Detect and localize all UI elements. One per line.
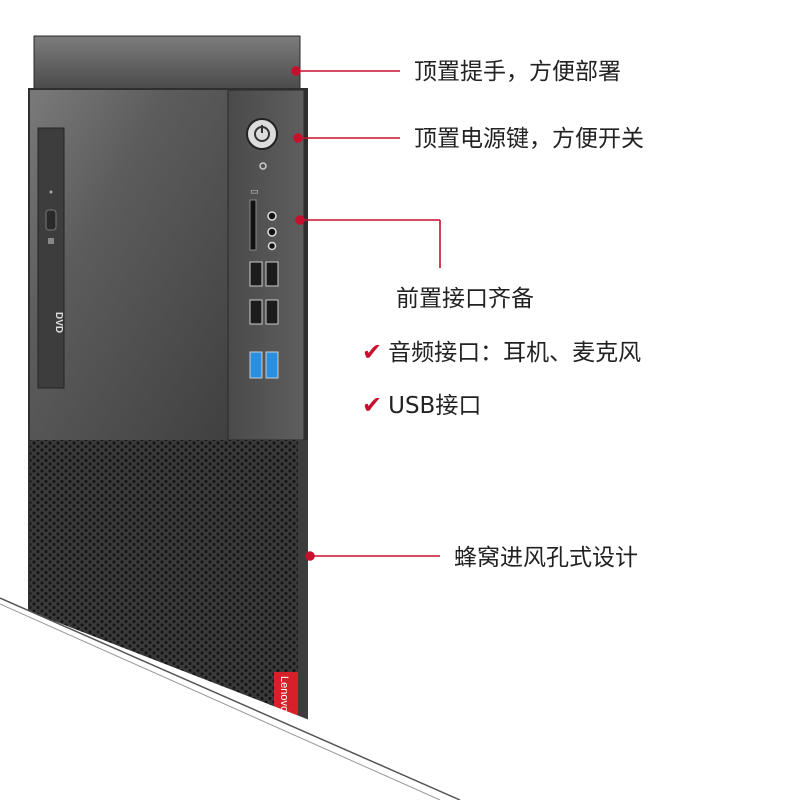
callout-usb-row: ✔USB接口 (362, 391, 481, 420)
top-handle (33, 35, 301, 91)
usb-port[interactable] (249, 261, 263, 287)
power-button[interactable] (246, 118, 278, 150)
callout-handle: 顶置提手，方便部署 (414, 59, 621, 85)
headphone-jack[interactable] (267, 211, 277, 221)
usb-port[interactable] (265, 299, 279, 325)
microphone-jack[interactable] (267, 227, 277, 237)
callout-audio: 音频接口：耳机、麦克风 (388, 340, 642, 366)
drive-led (49, 190, 53, 194)
callout-power: 顶置电源键，方便开关 (414, 126, 644, 152)
lenovo-logo: Lenovo (278, 676, 290, 712)
usb-port[interactable] (265, 261, 279, 287)
usb3-port[interactable] (265, 351, 279, 379)
optical-drive (37, 127, 65, 389)
right-edge (298, 440, 308, 800)
callout-vent: 蜂窝进风孔式设计 (454, 545, 638, 571)
check-icon: ✔ (362, 391, 383, 419)
eject-button[interactable] (45, 209, 57, 231)
hdd-led-icon (259, 162, 267, 170)
drive-small-button (48, 238, 54, 244)
callout-front-ports: 前置接口齐备 (396, 286, 534, 312)
usb3-port[interactable] (249, 351, 263, 379)
usb-ports (249, 261, 279, 379)
audio-jack-extra[interactable] (267, 241, 277, 251)
card-reader-icon: ▭ (250, 187, 259, 197)
usb-port[interactable] (249, 299, 263, 325)
callout-lines (291, 66, 441, 561)
check-icon: ✔ (362, 338, 383, 366)
callout-usb: USB接口 (388, 393, 482, 419)
dvd-logo: DVD (53, 312, 64, 333)
floor-edge-inner (0, 603, 441, 800)
callout-audio-row: ✔音频接口：耳机、麦克风 (362, 338, 641, 367)
card-reader-slot[interactable] (249, 199, 257, 251)
floor-edge (0, 597, 461, 800)
